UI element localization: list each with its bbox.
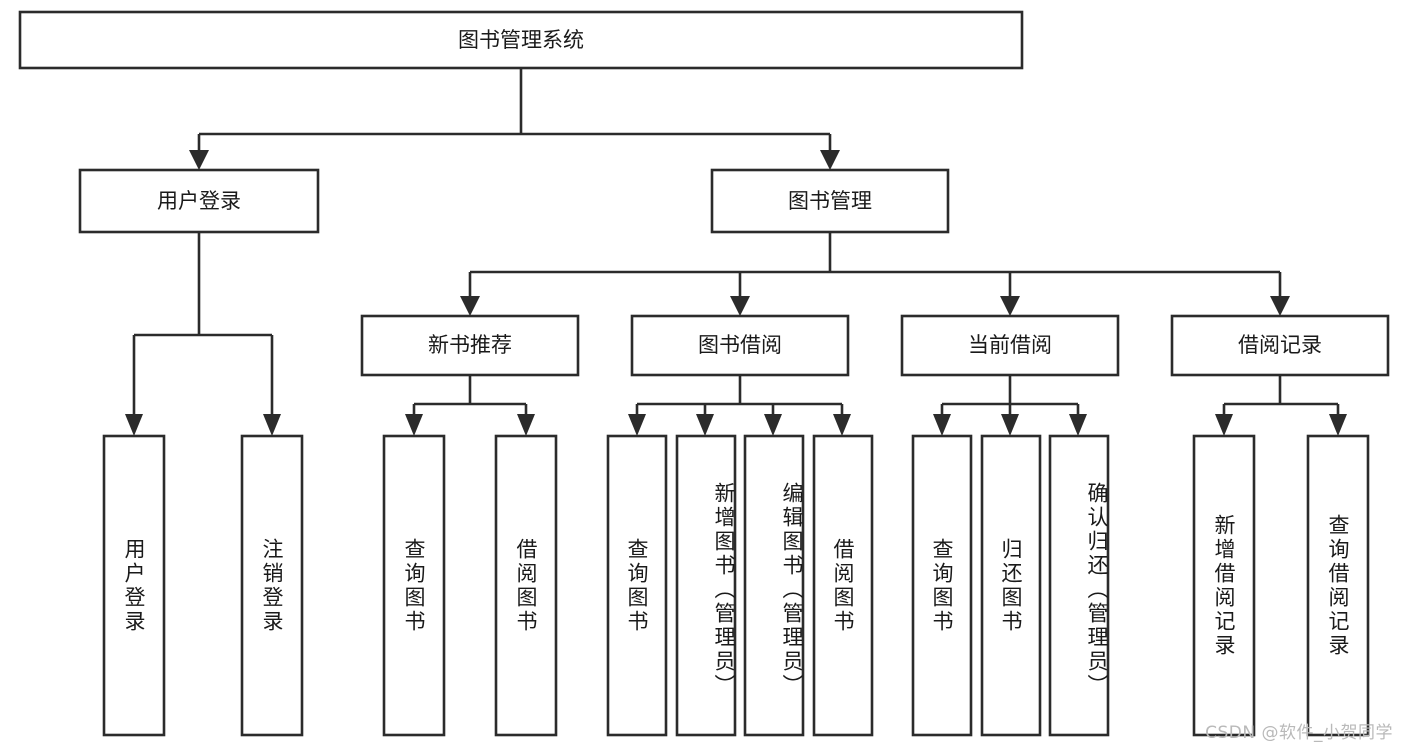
leaf-box-bb-query-book[interactable]	[606, 434, 668, 737]
connector-borrow-record-to-leaves	[1215, 375, 1347, 436]
csdn-watermark: CSDN @软件_小贺同学	[1205, 723, 1393, 743]
arrow-head-new-book	[460, 296, 480, 316]
leaf-box-logout[interactable]	[240, 434, 304, 737]
arrow-head-cb-leaf1	[933, 414, 951, 436]
arrow-head-br-leaf2	[1329, 414, 1347, 436]
node-borrow-record-box[interactable]	[1170, 314, 1390, 377]
node-root[interactable]: 图书管理系统	[18, 10, 1024, 70]
node-borrow-record[interactable]: 借阅记录	[1170, 314, 1390, 377]
connector-root-to-level2	[189, 68, 840, 170]
leaf-box-user-login[interactable]	[102, 434, 166, 737]
node-borrow-record-label: 借阅记录	[1238, 333, 1322, 357]
node-book-manage[interactable]: 图书管理	[710, 168, 950, 234]
node-book-borrow[interactable]: 图书借阅	[630, 314, 850, 377]
arrow-head-br-leaf1	[1215, 414, 1233, 436]
leaf-box-br-query-record[interactable]	[1306, 434, 1370, 737]
leaf-box-cb-return-book[interactable]	[980, 434, 1042, 737]
arrow-head-cb-leaf2	[1001, 414, 1019, 436]
leaf-box-cb-confirm-return[interactable]	[1048, 434, 1110, 737]
node-user-login[interactable]: 用户登录	[78, 168, 320, 234]
leaf-box-bb-add-book[interactable]	[675, 434, 737, 737]
arrow-head-bb-leaf4	[833, 414, 851, 436]
node-current-borrow-label: 当前借阅	[968, 333, 1052, 357]
arrow-head-bb-leaf2	[696, 414, 714, 436]
arrow-head-borrow-record	[1270, 296, 1290, 316]
node-current-borrow-box[interactable]	[900, 314, 1120, 377]
node-book-borrow-box[interactable]	[630, 314, 850, 377]
arrow-head-nb-leaf2	[517, 414, 535, 436]
node-book-borrow-label: 图书借阅	[698, 333, 782, 357]
leaf-box-bb-edit-book[interactable]	[743, 434, 805, 737]
leaf-box-bb-borrow-book[interactable]	[812, 434, 874, 737]
node-root-label: 图书管理系统	[458, 28, 584, 52]
leaf-box-cb-query-book[interactable]	[911, 434, 973, 737]
node-book-manage-label: 图书管理	[788, 189, 872, 213]
arrow-head-book-manage	[820, 150, 840, 170]
node-new-book-recommend-box[interactable]	[360, 314, 580, 377]
arrow-head-leaf-user-login	[125, 414, 143, 436]
node-root-box[interactable]	[18, 10, 1024, 70]
leaf-box-nb-query-book[interactable]	[382, 434, 446, 737]
leaf-box-br-add-record[interactable]	[1192, 434, 1256, 737]
arrow-head-bb-leaf1	[628, 414, 646, 436]
arrow-head-nb-leaf1	[405, 414, 423, 436]
node-book-manage-box[interactable]	[710, 168, 950, 234]
arrow-head-current-borrow	[1000, 296, 1020, 316]
arrow-head-leaf-logout	[263, 414, 281, 436]
node-user-login-label: 用户登录	[157, 189, 241, 213]
node-new-book-recommend[interactable]: 新书推荐	[360, 314, 580, 377]
connector-user-login-to-leaves	[125, 232, 281, 436]
node-new-book-recommend-label: 新书推荐	[428, 333, 512, 357]
node-user-login-box[interactable]	[78, 168, 320, 234]
arrow-head-user-login	[189, 150, 209, 170]
connector-current-borrow-to-leaves	[933, 375, 1087, 436]
connector-new-book-to-leaves	[405, 375, 535, 436]
arrow-head-bb-leaf3	[764, 414, 782, 436]
connector-book-borrow-to-leaves	[628, 375, 851, 436]
connector-book-manage-to-level3	[460, 232, 1290, 316]
arrow-head-book-borrow	[730, 296, 750, 316]
leaf-box-nb-borrow-book[interactable]	[494, 434, 558, 737]
arrow-head-cb-leaf3	[1069, 414, 1087, 436]
node-current-borrow[interactable]: 当前借阅	[900, 314, 1120, 377]
